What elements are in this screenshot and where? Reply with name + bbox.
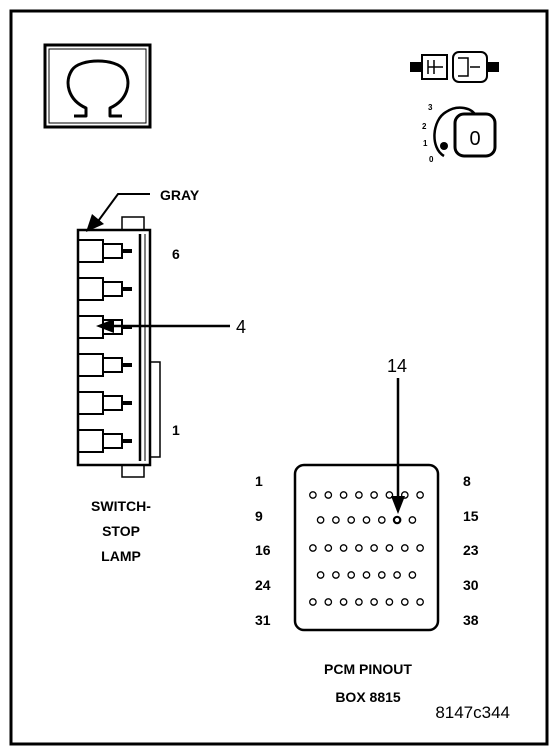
- pcm-left-pin-24: 24: [255, 577, 271, 593]
- pcm-pin-21: [385, 544, 394, 552]
- pcm-pin-36: [385, 598, 394, 606]
- pcm-pin-13: [377, 516, 386, 524]
- ohm-symbol-icon: [66, 59, 130, 118]
- pcm-left-pin-31: 31: [255, 612, 271, 628]
- pcm-pin-11: [347, 516, 356, 524]
- pcm-pin-14: [392, 515, 402, 525]
- figure-border: [9, 9, 549, 746]
- pcm-pin-4: [355, 491, 363, 499]
- pcm-pin-16: [309, 544, 317, 552]
- pcm-pin-grid: [309, 491, 424, 606]
- ignition-position-3: 3: [428, 103, 433, 112]
- pcm-name-line-1: PCM PINOUT: [324, 661, 412, 677]
- pcm-pin-12: [362, 516, 371, 524]
- ignition-key-icon: 0 3 2 1 0: [422, 103, 497, 164]
- ignition-position-2: 2: [422, 122, 427, 131]
- pcm-pin-18: [339, 544, 348, 552]
- wire-color-label: GRAY: [160, 187, 200, 203]
- pcm-pin-15: [408, 516, 417, 524]
- pcm-pin-37: [400, 598, 409, 606]
- pcm-pin-34: [355, 598, 363, 606]
- pcm-pin-19: [355, 544, 363, 552]
- pcm-pin-17: [324, 544, 333, 552]
- pcm-pin-1: [309, 491, 317, 499]
- ignition-key-label: 0: [469, 128, 480, 150]
- pcm-pin-38: [416, 598, 424, 606]
- switch-pin-1-label: 1: [172, 422, 180, 438]
- callout-14-arrow: [391, 378, 405, 514]
- figure-id: 8147c344: [435, 703, 510, 722]
- pcm-pin-8: [416, 491, 424, 499]
- ohmmeter-symbol: [43, 43, 152, 129]
- switch-connector: [76, 216, 161, 478]
- pcm-left-pin-9: 9: [255, 508, 263, 524]
- pcm-pin-30: [408, 571, 417, 579]
- ignition-position-1: 1: [423, 139, 428, 148]
- pcm-pin-35: [370, 598, 378, 606]
- pcm-right-pin-15: 15: [463, 508, 479, 524]
- pcm-pin-25: [332, 571, 340, 579]
- pcm-left-pin-16: 16: [255, 542, 271, 558]
- pcm-pin-32: [324, 598, 333, 606]
- pcm-pin-29: [393, 571, 401, 579]
- pcm-pin-22: [400, 544, 409, 552]
- pcm-pin-26: [347, 571, 356, 579]
- switch-name-line-2: STOP: [102, 523, 140, 539]
- pcm-connector: [293, 463, 440, 632]
- pcm-pin-24: [316, 571, 325, 579]
- pcm-name-line-2: BOX 8815: [335, 689, 401, 705]
- switch-name-line-3: LAMP: [101, 548, 141, 564]
- pcm-pin-2: [324, 491, 333, 499]
- pcm-pin-27: [362, 571, 371, 579]
- gray-wire-leader: [86, 193, 150, 232]
- connector-plug-icon: [410, 51, 499, 83]
- callout-4-label: 4: [236, 317, 246, 337]
- pcm-right-pin-38: 38: [463, 612, 479, 628]
- pcm-right-pin-8: 8: [463, 473, 471, 489]
- pcm-pin-31: [309, 598, 317, 606]
- pcm-right-pin-23: 23: [463, 542, 479, 558]
- pcm-pin-3: [339, 491, 348, 499]
- callout-14-label: 14: [387, 356, 407, 376]
- pcm-pin-9: [316, 516, 325, 524]
- pcm-pin-10: [332, 516, 340, 524]
- pcm-pin-5: [370, 491, 378, 499]
- switch-pin-6-label: 6: [172, 246, 180, 262]
- pcm-pin-6: [385, 491, 394, 499]
- pcm-pin-20: [370, 544, 378, 552]
- switch-connector-cavities: [78, 239, 132, 453]
- pcm-pin-23: [416, 544, 424, 552]
- pcm-right-pin-30: 30: [463, 577, 479, 593]
- callout-4-arrow: [96, 319, 230, 333]
- pcm-pin-33: [339, 598, 348, 606]
- switch-name-line-1: SWITCH-: [91, 498, 151, 514]
- ignition-position-0: 0: [429, 155, 434, 164]
- pcm-pin-28: [377, 571, 386, 579]
- pcm-left-pin-1: 1: [255, 473, 263, 489]
